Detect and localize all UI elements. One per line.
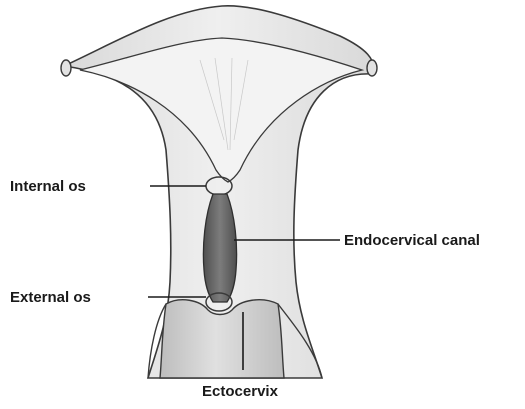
right-tube-stub	[367, 60, 377, 76]
left-tube-stub	[61, 60, 71, 76]
uterine-cavity	[80, 38, 362, 182]
external-os-label: External os	[10, 289, 91, 306]
endocervical-canal-shape	[203, 194, 236, 302]
ectocervix-label: Ectocervix	[202, 383, 279, 400]
internal-os-label: Internal os	[10, 178, 86, 195]
endocervical-canal-label: Endocervical canal	[344, 232, 480, 249]
